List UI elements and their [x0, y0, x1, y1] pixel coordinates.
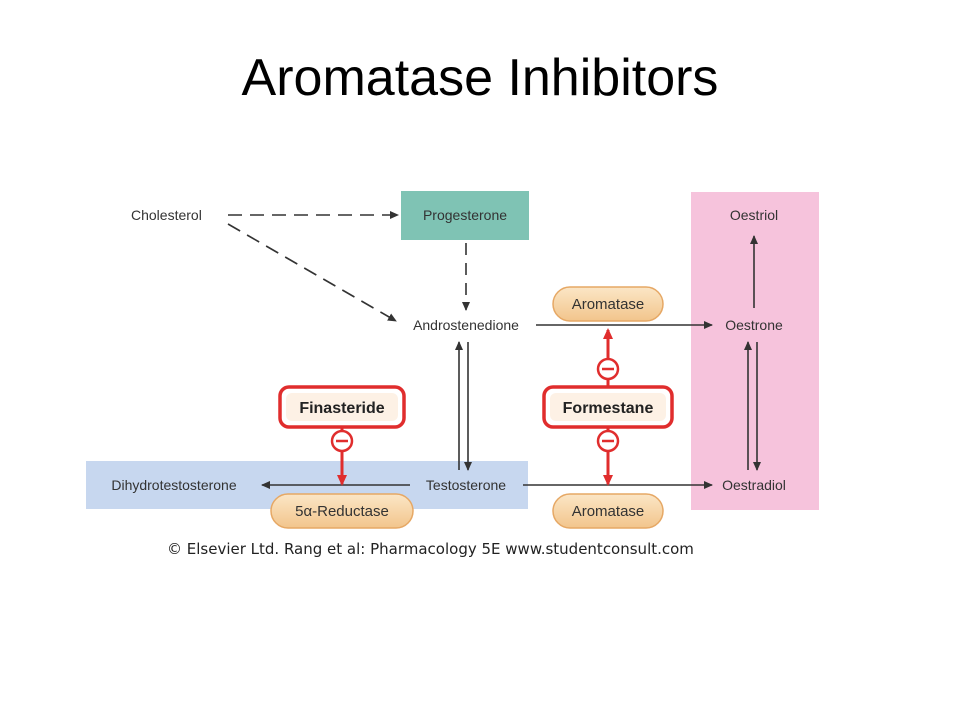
node-oestriol: Oestriol: [730, 207, 778, 223]
enzyme-5a-reductase: 5α-Reductase: [270, 493, 414, 529]
minus-icon-formestane-down: [596, 429, 620, 453]
inhibitor-formestane: Formestane: [542, 385, 674, 429]
enzyme-5a-reductase-label: 5α-Reductase: [295, 503, 389, 520]
inhibitor-finasteride: Finasteride: [278, 385, 406, 429]
progesterone-box: [401, 191, 529, 240]
enzyme-aromatase-top: Aromatase: [552, 286, 664, 322]
node-oestradiol: Oestradiol: [722, 477, 786, 493]
node-testosterone: Testosterone: [426, 477, 506, 493]
node-progesterone: Progesterone: [423, 207, 507, 223]
inhibitor-finasteride-label: Finasteride: [299, 400, 384, 417]
arrow-cholesterol-androstenedione: [227, 223, 397, 322]
minus-icon-formestane-up: [596, 357, 620, 381]
node-cholesterol: Cholesterol: [131, 207, 202, 223]
node-oestrone: Oestrone: [725, 317, 783, 333]
minus-icon-finasteride: [330, 429, 354, 453]
slide-title: Aromatase Inhibitors: [241, 49, 719, 107]
node-dihydrotestosterone: Dihydrotestosterone: [111, 477, 237, 493]
oestrogen-band: [691, 192, 819, 510]
inhibitor-formestane-label: Formestane: [563, 400, 654, 417]
enzyme-aromatase-top-label: Aromatase: [572, 296, 645, 313]
enzyme-aromatase-bottom-label: Aromatase: [572, 503, 645, 520]
node-androstenedione: Androstenedione: [413, 317, 519, 333]
copyright-notice: © Elsevier Ltd. Rang et al: Pharmacology…: [167, 540, 694, 558]
enzyme-aromatase-bottom: Aromatase: [552, 493, 664, 529]
